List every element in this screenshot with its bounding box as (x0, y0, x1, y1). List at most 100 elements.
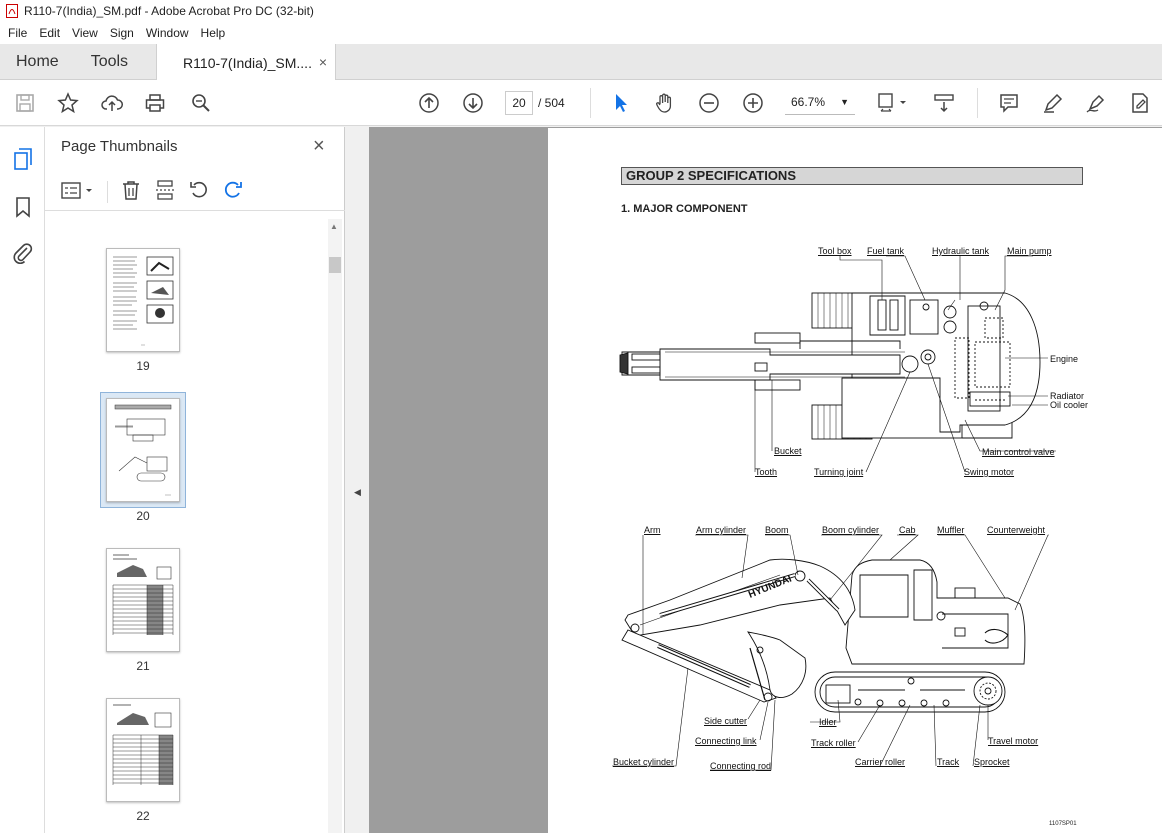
menu-view[interactable]: View (72, 26, 98, 40)
thumbnail-page-number: 22 (136, 809, 150, 823)
label-bucket: Bucket (774, 446, 802, 456)
collapse-panel-icon[interactable]: ◀ (354, 487, 361, 497)
page-thumbnails-icon[interactable] (11, 147, 35, 171)
label-boom-cylinder: Boom cylinder (822, 525, 880, 535)
hand-tool-icon[interactable] (653, 91, 677, 115)
excavator-component-diagram: HYUNDAI (612, 255, 1056, 771)
save-icon[interactable] (13, 91, 37, 115)
label-sprocket: Sprocket (974, 757, 1010, 767)
thumbnail-page-20[interactable] (106, 398, 180, 502)
document-page (548, 128, 1162, 833)
figure-id: 1107SP01 (1049, 821, 1077, 827)
print-icon[interactable] (143, 91, 167, 115)
menu-edit[interactable]: Edit (39, 26, 61, 40)
tab-bar: Home Tools R110-7(India)_SM.... × (0, 44, 1162, 81)
extract-pages-icon[interactable] (154, 179, 176, 201)
zoom-level-value: 66.7% (791, 95, 826, 109)
tab-document[interactable]: R110-7(India)_SM.... × (156, 44, 337, 81)
panel-toolbar (45, 171, 345, 211)
window-title-bar: R110-7(India)_SM.pdf - Adobe Acrobat Pro… (0, 0, 1162, 22)
comment-icon[interactable] (997, 91, 1021, 115)
pdf-file-icon (6, 4, 18, 18)
thumbnail-options-icon[interactable] (61, 181, 95, 201)
scroll-up-icon[interactable]: ▲ (330, 222, 338, 231)
left-navigation-rail (0, 127, 45, 833)
zoom-out-icon[interactable] (697, 91, 721, 115)
label-fuel-tank: Fuel tank (867, 246, 905, 256)
page-thumbnails-panel: Page Thumbnails × ▲ (45, 127, 345, 833)
page-number-input[interactable]: 20 (505, 91, 533, 115)
zoom-search-icon[interactable] (189, 91, 213, 115)
label-hydraulic-tank: Hydraulic tank (932, 246, 990, 256)
edit-pdf-icon[interactable] (1128, 91, 1152, 115)
chevron-down-icon: ▼ (840, 97, 849, 107)
label-connecting-link: Connecting link (695, 736, 757, 746)
tab-document-label: R110-7(India)_SM.... (183, 54, 312, 71)
panel-title: Page Thumbnails (61, 138, 178, 155)
main-toolbar (0, 80, 1162, 126)
bookmark-star-icon[interactable] (56, 91, 80, 115)
zoom-level-select[interactable]: 66.7% ▼ (785, 91, 855, 115)
label-track-roller: Track roller (811, 738, 856, 748)
window-title: R110-7(India)_SM.pdf - Adobe Acrobat Pro… (24, 4, 314, 18)
thumbnail-page-19[interactable] (106, 248, 180, 352)
label-tool-box: Tool box (818, 246, 852, 256)
menu-file[interactable]: File (8, 26, 28, 40)
label-radiator: Radiator (1050, 391, 1085, 401)
rotate-counterclockwise-icon[interactable] (188, 179, 210, 201)
menu-window[interactable]: Window (145, 26, 189, 40)
delete-trash-icon[interactable] (120, 179, 142, 201)
thumbnail-page-21[interactable] (106, 548, 180, 652)
attachments-paperclip-icon[interactable] (11, 241, 35, 265)
label-arm: Arm (644, 525, 661, 535)
panel-collapse-strip[interactable]: ◀ (345, 127, 369, 833)
label-carrier-roller: Carrier roller (855, 757, 906, 767)
toolbar-divider (977, 88, 978, 118)
label-counterweight: Counterweight (987, 525, 1046, 535)
menu-bar: File Edit View Sign Window Help (0, 22, 1162, 44)
sign-pen-icon[interactable] (1084, 91, 1108, 115)
rotate-clockwise-icon[interactable] (222, 179, 244, 201)
previous-page-icon[interactable] (417, 91, 441, 115)
panel-close-icon[interactable]: × (313, 135, 325, 157)
tab-home[interactable]: Home (16, 53, 59, 70)
label-cab: Cab (899, 525, 916, 535)
thumbnail-preview (114, 404, 172, 496)
thumbnail-page-number: 20 (136, 509, 150, 523)
label-track: Track (937, 757, 960, 767)
panel-divider (107, 181, 108, 203)
thumbnail-preview (112, 554, 174, 635)
label-bucket-cylinder: Bucket cylinder (613, 757, 675, 767)
label-connecting-rod: Connecting rod (710, 761, 772, 771)
select-cursor-icon[interactable] (609, 91, 633, 115)
page-fit-icon[interactable] (877, 91, 911, 115)
label-turning-joint: Turning joint (814, 467, 864, 477)
tab-tools[interactable]: Tools (90, 53, 129, 70)
label-arm-cylinder: Arm cylinder (696, 525, 747, 535)
tab-close-icon[interactable]: × (318, 54, 328, 70)
label-tooth: Tooth (755, 467, 778, 477)
label-main-control-valve: Main control valve (982, 447, 1055, 457)
toolbar-divider (590, 88, 591, 118)
next-page-icon[interactable] (461, 91, 485, 115)
label-idler: Idler (819, 717, 837, 727)
highlight-pen-icon[interactable] (1041, 91, 1065, 115)
thumbnail-preview (113, 256, 174, 346)
menu-help[interactable]: Help (200, 26, 226, 40)
section-heading: 1. MAJOR COMPONENT (621, 203, 748, 215)
label-engine: Engine (1050, 354, 1079, 364)
zoom-in-icon[interactable] (741, 91, 765, 115)
group-header: GROUP 2 SPECIFICATIONS (621, 167, 1083, 185)
label-main-pump: Main pump (1007, 246, 1052, 256)
thumbnail-page-number: 19 (136, 359, 150, 373)
upload-cloud-icon[interactable] (100, 91, 124, 115)
page-total: / 504 (538, 96, 565, 110)
menu-sign[interactable]: Sign (109, 26, 134, 40)
scrollbar-thumb[interactable] (329, 257, 341, 273)
thumbnail-page-22[interactable] (106, 698, 180, 802)
thumbnails-scrollbar[interactable]: ▲ (328, 219, 342, 833)
scroll-mode-icon[interactable] (932, 91, 956, 115)
label-swing-motor: Swing motor (964, 467, 1015, 477)
label-boom: Boom (765, 525, 789, 535)
bookmarks-icon[interactable] (11, 195, 35, 219)
